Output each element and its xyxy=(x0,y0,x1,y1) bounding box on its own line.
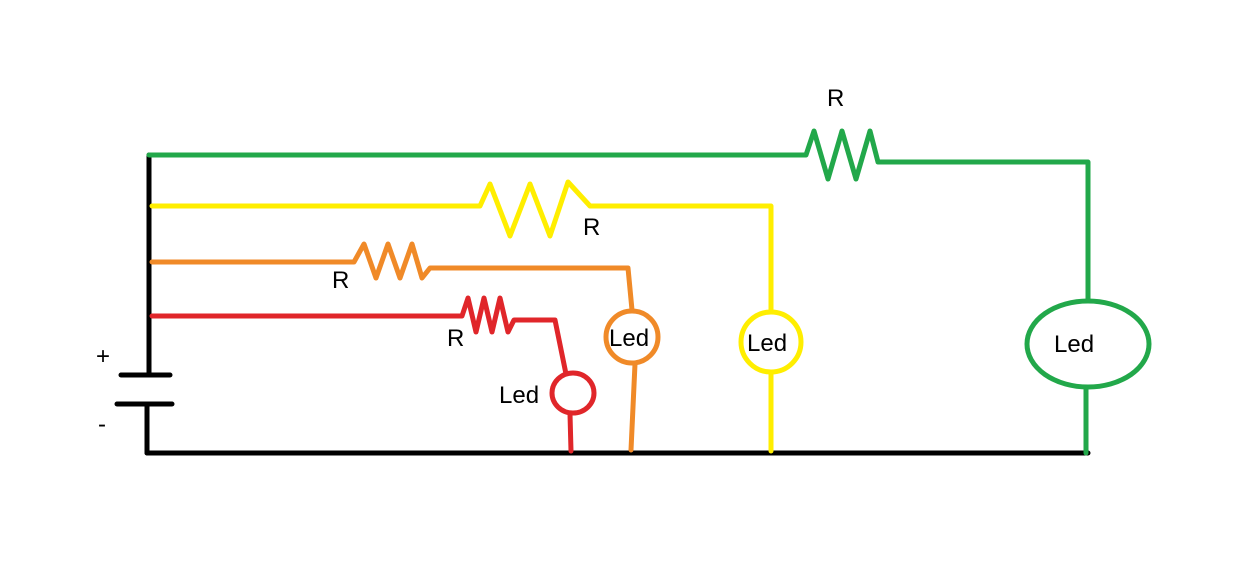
branch-yellow: Led R xyxy=(149,179,804,454)
yellow-led-label: Led xyxy=(747,330,787,357)
branch-green: Led R xyxy=(146,85,1152,456)
red-resistor-label: R xyxy=(447,325,464,352)
green-resistor-label: R xyxy=(827,85,844,112)
yellow-led xyxy=(738,309,804,375)
green-led xyxy=(1024,298,1152,390)
red-wire xyxy=(149,295,569,377)
yellow-wire xyxy=(149,179,774,316)
orange-led-lead xyxy=(628,361,638,453)
green-wire xyxy=(146,128,1091,305)
battery-minus-label: - xyxy=(98,411,106,438)
yellow-resistor-label: R xyxy=(583,214,600,241)
green-led-label: Led xyxy=(1054,331,1094,358)
branch-red: Led R xyxy=(149,295,597,454)
red-led-label: Led xyxy=(499,382,539,409)
orange-resistor-label: R xyxy=(332,267,349,294)
orange-led xyxy=(603,308,661,366)
battery: + - xyxy=(96,152,1091,456)
orange-led-label: Led xyxy=(609,325,649,352)
battery-plus-label: + xyxy=(96,343,110,370)
orange-wire xyxy=(149,241,635,313)
red-led-lead xyxy=(567,411,574,454)
red-led xyxy=(549,370,597,416)
branch-orange: Led R xyxy=(149,241,661,453)
